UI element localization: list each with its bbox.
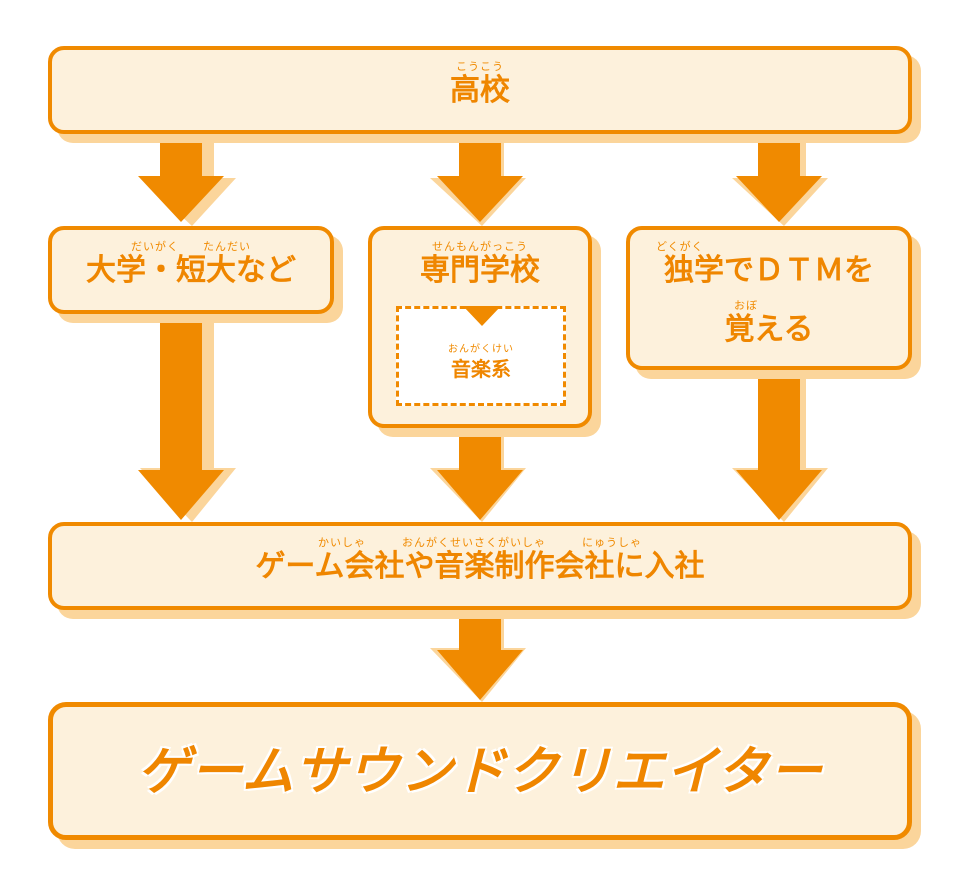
node-company: かいしゃ おんがくせいさくがいしゃ にゅうしゃ ゲーム会社や音楽制作会社に入社 — [48, 522, 912, 610]
self-study-ruby2: おぼ — [734, 299, 758, 312]
self-study-ruby: どくがく — [656, 240, 704, 253]
arrow-self-study-to-company — [736, 370, 822, 520]
university-label: 大学・短大など — [86, 253, 296, 288]
company-ruby: かいしゃ おんがくせいさくがいしゃ にゅうしゃ — [318, 536, 642, 549]
company-label: ゲーム会社や音楽制作会社に入社 — [255, 549, 705, 584]
sub-arrow-icon — [463, 306, 501, 326]
arrow-hs-to-self-study — [736, 134, 822, 222]
arrow-company-to-creator — [437, 610, 523, 700]
high-school-ruby: こうこう — [456, 60, 504, 73]
self-study-label2: 覚える — [724, 312, 814, 347]
music-dept-box: おんがくけい 音楽系 — [396, 306, 566, 406]
music-dept-ruby: おんがくけい — [448, 344, 514, 355]
node-vocational: せんもんがっこう 専門学校 おんがくけい 音楽系 — [368, 226, 592, 428]
university-ruby: だいがく たんだい — [131, 240, 251, 253]
high-school-label: 高校 — [450, 73, 510, 108]
node-university: だいがく たんだい 大学・短大など — [48, 226, 334, 314]
node-creator: ゲームサウンドクリエイター — [48, 702, 912, 840]
arrow-hs-to-university — [138, 134, 224, 222]
arrow-heads — [138, 134, 822, 700]
creator-label: ゲームサウンドクリエイター — [137, 742, 823, 802]
vocational-ruby: せんもんがっこう — [432, 240, 528, 253]
arrow-hs-to-vocational — [437, 134, 523, 222]
vocational-label: 専門学校 — [420, 253, 540, 288]
music-dept-label: 音楽系 — [451, 357, 511, 381]
self-study-label: 独学でＤＴＭを — [664, 253, 874, 288]
node-self-study: どくがく 独学でＤＴＭを おぼ 覚える — [626, 226, 912, 370]
node-high-school: こうこう 高校 — [48, 46, 912, 134]
arrow-vocational-to-company — [437, 428, 523, 520]
arrow-university-to-company — [138, 314, 224, 520]
